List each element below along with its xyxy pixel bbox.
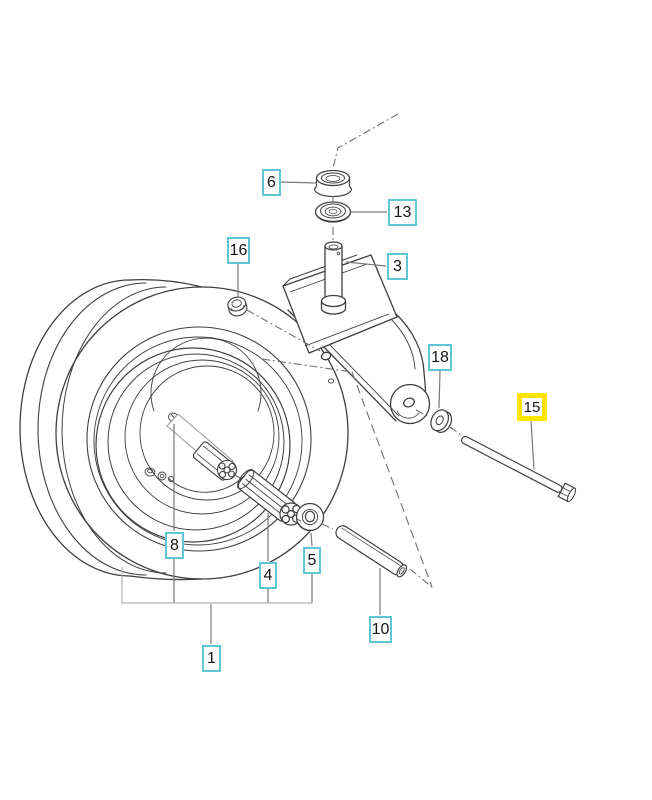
rim-details <box>144 412 178 482</box>
bearing-cap <box>313 169 353 198</box>
bearing <box>314 201 352 223</box>
callout-10[interactable]: 10 <box>369 616 392 643</box>
assembly-bracket-line <box>121 567 312 604</box>
flat-washer <box>430 409 453 433</box>
callout-8[interactable]: 8 <box>165 532 184 559</box>
callout-1[interactable]: 1 <box>202 645 221 672</box>
caster-shaft <box>320 241 347 315</box>
bearing-washer <box>295 502 325 532</box>
callout-5[interactable]: 5 <box>303 547 321 574</box>
callout-16[interactable]: 16 <box>227 237 250 264</box>
callout-13[interactable]: 13 <box>388 199 417 226</box>
callout-15[interactable]: 15 <box>517 393 547 421</box>
leader-lines <box>173 181 535 644</box>
axle-bolt <box>461 435 577 503</box>
callout-4[interactable]: 4 <box>259 562 277 589</box>
projection-line <box>351 371 433 588</box>
axle-spline-sleeve <box>192 441 238 481</box>
spacer-roller <box>237 469 303 526</box>
callout-3[interactable]: 3 <box>387 253 408 280</box>
centerlines <box>232 113 462 589</box>
wheel-rim <box>95 337 291 543</box>
callout-18[interactable]: 18 <box>428 344 452 371</box>
spacer-tube <box>335 525 408 578</box>
callout-6[interactable]: 6 <box>262 169 281 196</box>
lock-nut <box>227 296 248 317</box>
